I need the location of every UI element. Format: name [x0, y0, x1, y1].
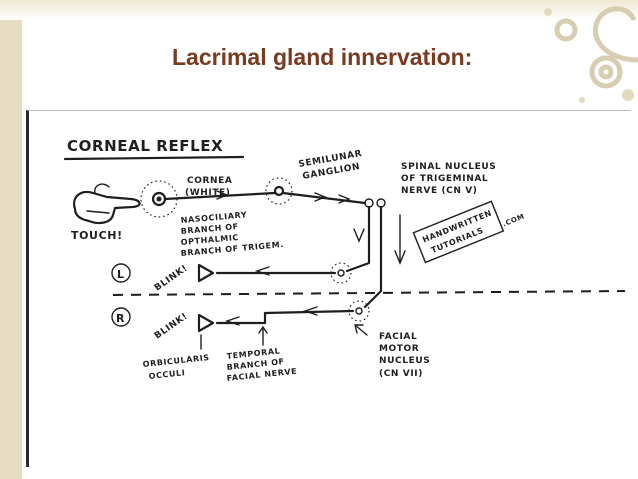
spinal-nucleus-a-icon [364, 198, 374, 208]
right-side-marker [111, 307, 131, 327]
facial-motor-label-line4: (CN VII) [379, 369, 423, 379]
blink-left-label: BLINK! [153, 263, 190, 293]
efferent-right-arrow-1 [302, 306, 318, 316]
afferent-arrow-1 [216, 190, 229, 200]
diagram-frame: CORNEAL REFLEX TOUCH! CORNEA (WHITE) SEM… [26, 110, 631, 467]
facial-nucleus-right-icon [355, 307, 363, 315]
semilunar-halo [265, 177, 293, 205]
diagram-heading: CORNEAL REFLEX [67, 137, 223, 155]
afferent-arrow-3 [338, 194, 351, 204]
descending-arrow-1 [353, 228, 365, 243]
pointing-hand-icon [73, 183, 141, 225]
cornea-pupil [156, 196, 162, 202]
descending-path-right [363, 205, 383, 309]
orbicularis-label-line2: OCCULI [148, 368, 185, 381]
cornea-label-line1: CORNEA [187, 176, 232, 186]
facial-motor-pointer [354, 324, 368, 336]
descending-arrow-2 [394, 250, 406, 265]
handwritten-tutorials-stamp: HANDWRITTEN TUTORIALS .COM [412, 200, 526, 264]
top-decorative-band [0, 0, 638, 20]
right-eyelid-icon [197, 313, 215, 333]
midline-divider [112, 290, 626, 296]
facial-motor-label-line1: FACIAL [379, 332, 417, 342]
facial-motor-label-line2: MOTOR [379, 344, 419, 354]
left-eyelid-icon [197, 263, 215, 283]
left-side-label: L [117, 268, 125, 281]
cornea-label-line2: (WHITE) [185, 188, 231, 198]
slide-title: Lacrimal gland innervation: [172, 44, 473, 70]
heading-underline [63, 155, 245, 161]
efferent-right-arrow-2 [224, 316, 240, 326]
descending-path-left [345, 205, 371, 273]
facial-nucleus-left-icon [337, 269, 345, 277]
corneal-reflex-diagram: CORNEAL REFLEX TOUCH! CORNEA (WHITE) SEM… [63, 137, 626, 383]
spinal-label-line1: SPINAL NUCLEUS [401, 162, 496, 172]
left-side-marker [111, 263, 131, 283]
touch-label: TOUCH! [71, 229, 123, 242]
spinal-nucleus-b-icon [376, 198, 386, 208]
blink-right-label: BLINK! [153, 311, 190, 341]
semilunar-ganglion-icon [273, 185, 285, 197]
swirl-ornament-icon [544, 6, 638, 103]
afferent-arrow-2 [314, 192, 327, 202]
orbicularis-label-line1: ORBICULARIS [142, 353, 210, 369]
temporal-pointer [258, 325, 268, 346]
right-side-label: R [116, 312, 125, 325]
left-decorative-band [0, 0, 22, 479]
svg-text:.COM: .COM [501, 212, 525, 228]
spinal-label-line2: OF TRIGEMINAL [401, 174, 488, 184]
facial-motor-label-line3: NUCLEUS [379, 356, 430, 366]
efferent-left-arrow [254, 266, 270, 276]
facial-nucleus-left-halo [330, 262, 352, 284]
facial-nucleus-right-halo [348, 300, 370, 322]
spinal-label-line3: NERVE (CN V) [401, 186, 478, 196]
